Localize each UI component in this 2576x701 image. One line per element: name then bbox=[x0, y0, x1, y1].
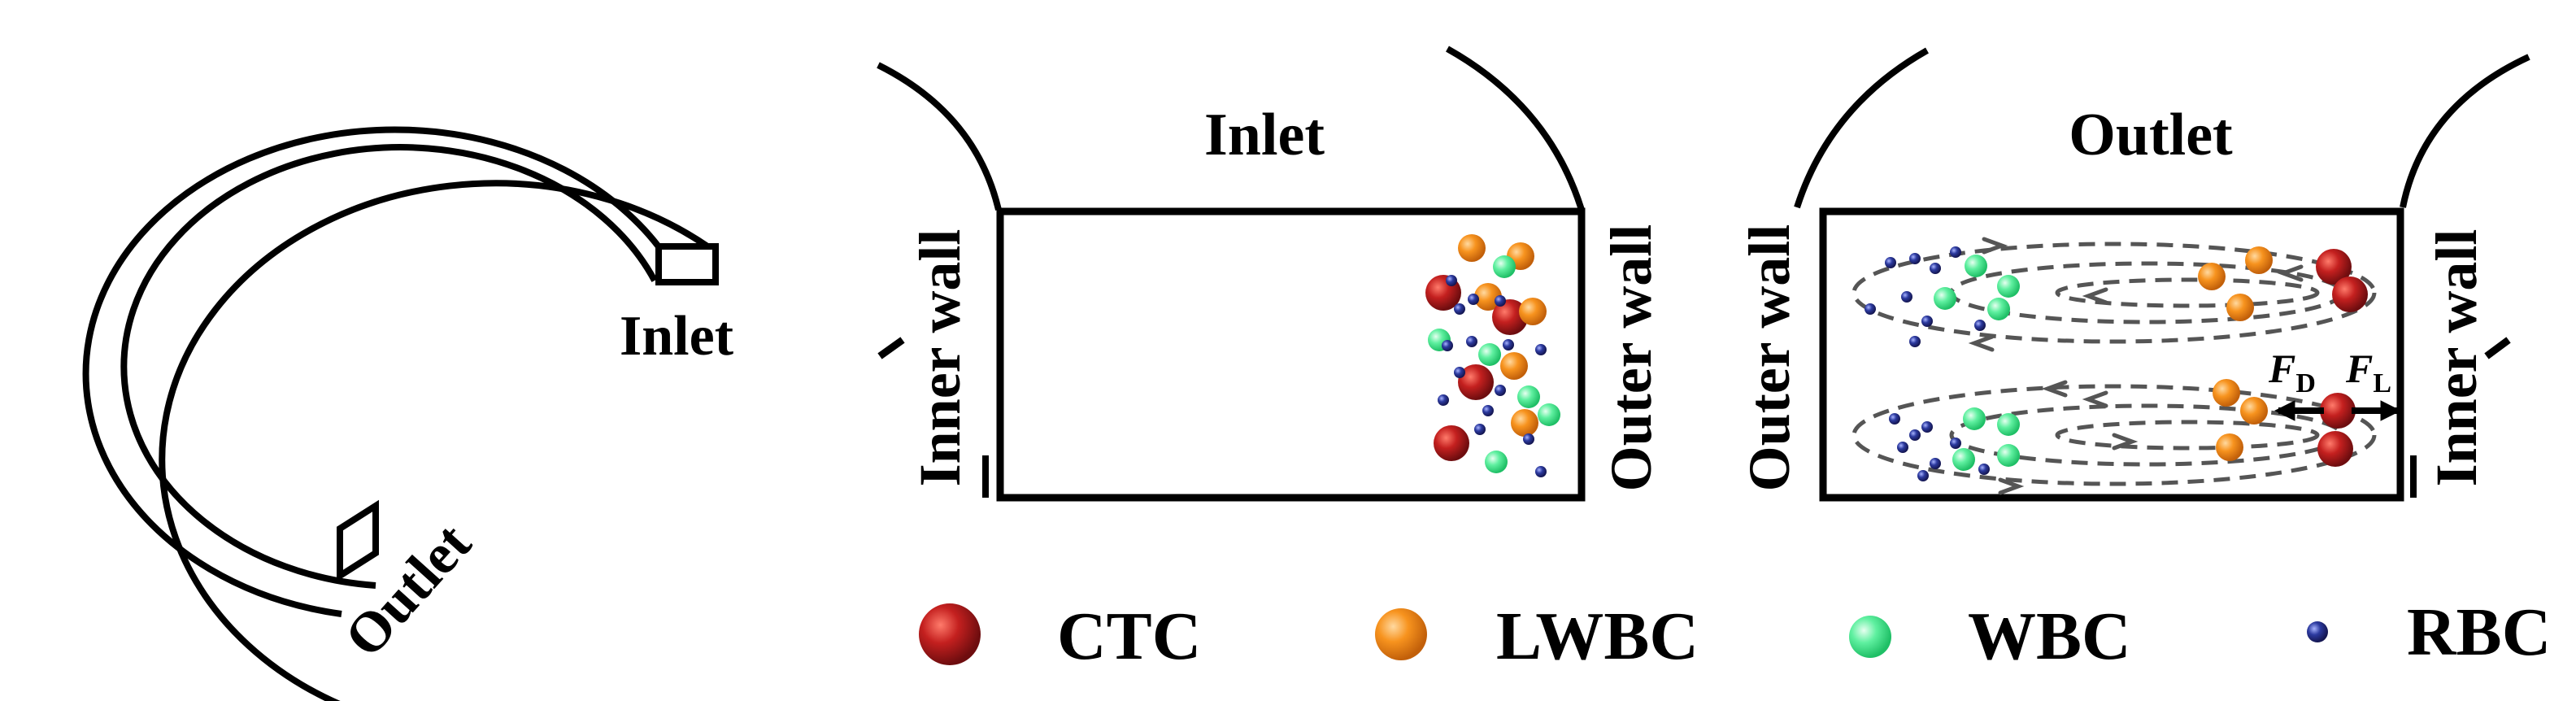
inlet-curve-right bbox=[1446, 46, 1585, 211]
outlet-right-wall-label: Inner wall bbox=[2424, 229, 2489, 487]
inlet-tick bbox=[877, 337, 905, 359]
outlet-left-wall-label: Outer wall bbox=[1737, 224, 1802, 492]
drag-force-label: FD bbox=[2268, 346, 2316, 398]
ctc-cell bbox=[1458, 364, 1494, 400]
lwbc-cell bbox=[2198, 263, 2226, 290]
wbc-cell bbox=[1934, 287, 1956, 310]
legend-ctc-swatch bbox=[919, 603, 981, 665]
rbc-cell bbox=[1889, 413, 1900, 425]
inlet-end-box bbox=[655, 243, 719, 285]
rbc-cell bbox=[1495, 385, 1506, 396]
lwbc-cell bbox=[2240, 397, 2268, 425]
ctc-cell bbox=[2316, 249, 2352, 285]
rbc-cell bbox=[1921, 421, 1933, 433]
rbc-cell bbox=[1466, 336, 1477, 347]
outlet-curve-left bbox=[1794, 47, 1929, 209]
rbc-cell bbox=[1454, 367, 1465, 378]
lwbc-cell bbox=[1500, 352, 1528, 380]
inlet-left-wall-label: Inner wall bbox=[907, 229, 973, 487]
lwbc-cell bbox=[1519, 298, 1547, 325]
legend-rbc-label: RBC bbox=[2407, 594, 2551, 670]
wbc-cell bbox=[1538, 403, 1560, 426]
legend-rbc-swatch bbox=[2307, 621, 2328, 642]
wbc-cell bbox=[1485, 451, 1508, 473]
ctc-cell bbox=[2320, 393, 2356, 429]
inlet-right-wall-label: Outer wall bbox=[1599, 224, 1664, 492]
lwbc-cell bbox=[1458, 234, 1486, 262]
inlet-curve-left bbox=[877, 62, 1002, 211]
rbc-cell bbox=[1950, 246, 1961, 258]
wbc-cell bbox=[1965, 255, 1987, 277]
rbc-cell bbox=[1503, 339, 1514, 350]
rbc-cell bbox=[1901, 291, 1912, 303]
outlet-tick bbox=[2484, 337, 2511, 359]
outlet-channel-rect bbox=[1819, 207, 2404, 502]
rbc-cell bbox=[1446, 275, 1457, 286]
legend-lwbc-label: LWBC bbox=[1496, 599, 1699, 674]
lwbc-cell bbox=[2245, 246, 2273, 274]
outlet-title: Outlet bbox=[2069, 102, 2233, 168]
inlet-title: Inlet bbox=[1204, 102, 1325, 168]
legend-wbc-swatch bbox=[1849, 616, 1891, 658]
outlet-cells bbox=[1865, 246, 2368, 481]
outlet-end-box bbox=[337, 499, 379, 582]
wbc-cell bbox=[1478, 343, 1501, 366]
rbc-cell bbox=[1930, 458, 1941, 469]
lift-force-label: FL bbox=[2345, 346, 2391, 398]
wbc-cell bbox=[1963, 407, 1986, 430]
wbc-cell bbox=[1493, 255, 1516, 278]
rbc-cell bbox=[1909, 336, 1921, 347]
rbc-cell bbox=[1909, 253, 1921, 264]
ctc-cell bbox=[2332, 276, 2368, 312]
lwbc-cell bbox=[2216, 433, 2243, 461]
wbc-cell bbox=[1997, 444, 2020, 467]
wbc-cell bbox=[1517, 385, 1540, 408]
rbc-cell bbox=[1535, 344, 1547, 355]
rbc-cell bbox=[1468, 294, 1479, 305]
spiral-channel-icon bbox=[82, 126, 719, 701]
rbc-cell bbox=[1474, 424, 1486, 435]
rbc-cell bbox=[1897, 442, 1908, 453]
rbc-cell bbox=[1930, 263, 1941, 274]
legend: CTC LWBC WBC RBC bbox=[919, 594, 2551, 674]
ctc-cell bbox=[1492, 299, 1528, 335]
rbc-cell bbox=[1909, 429, 1921, 441]
rbc-cell bbox=[1482, 405, 1494, 416]
rbc-cell bbox=[1885, 257, 1896, 268]
rbc-cell bbox=[1495, 295, 1506, 307]
ctc-cell bbox=[2317, 431, 2353, 467]
rbc-cell bbox=[1523, 433, 1534, 445]
wbc-cell bbox=[1987, 298, 2010, 320]
legend-lwbc-swatch bbox=[1375, 608, 1427, 660]
channel-inlet-label: Inlet bbox=[620, 305, 733, 368]
ctc-cell bbox=[1434, 425, 1469, 461]
legend-ctc-label: CTC bbox=[1057, 599, 1201, 674]
outlet-curve-right bbox=[2400, 54, 2530, 208]
wbc-cell bbox=[1997, 275, 2020, 298]
rbc-cell bbox=[1454, 303, 1465, 315]
rbc-cell bbox=[1978, 464, 1990, 475]
lwbc-cell bbox=[2213, 379, 2240, 407]
lwbc-cell bbox=[1511, 409, 1538, 437]
inlet-cells bbox=[1425, 234, 1560, 477]
rbc-cell bbox=[1974, 320, 1986, 331]
lwbc-cell bbox=[2226, 294, 2254, 321]
legend-wbc-label: WBC bbox=[1968, 599, 2131, 674]
rbc-cell bbox=[1921, 316, 1933, 327]
lwbc-cell bbox=[1474, 283, 1502, 311]
rbc-cell bbox=[1442, 340, 1453, 351]
vortex-icon bbox=[1852, 237, 2377, 495]
wbc-cell bbox=[1997, 413, 2020, 436]
rbc-cell bbox=[1917, 470, 1929, 481]
rbc-cell bbox=[1865, 303, 1876, 315]
rbc-cell bbox=[1535, 466, 1547, 477]
rbc-cell bbox=[1950, 438, 1961, 449]
rbc-cell bbox=[1438, 394, 1449, 406]
wbc-cell bbox=[1952, 448, 1975, 471]
